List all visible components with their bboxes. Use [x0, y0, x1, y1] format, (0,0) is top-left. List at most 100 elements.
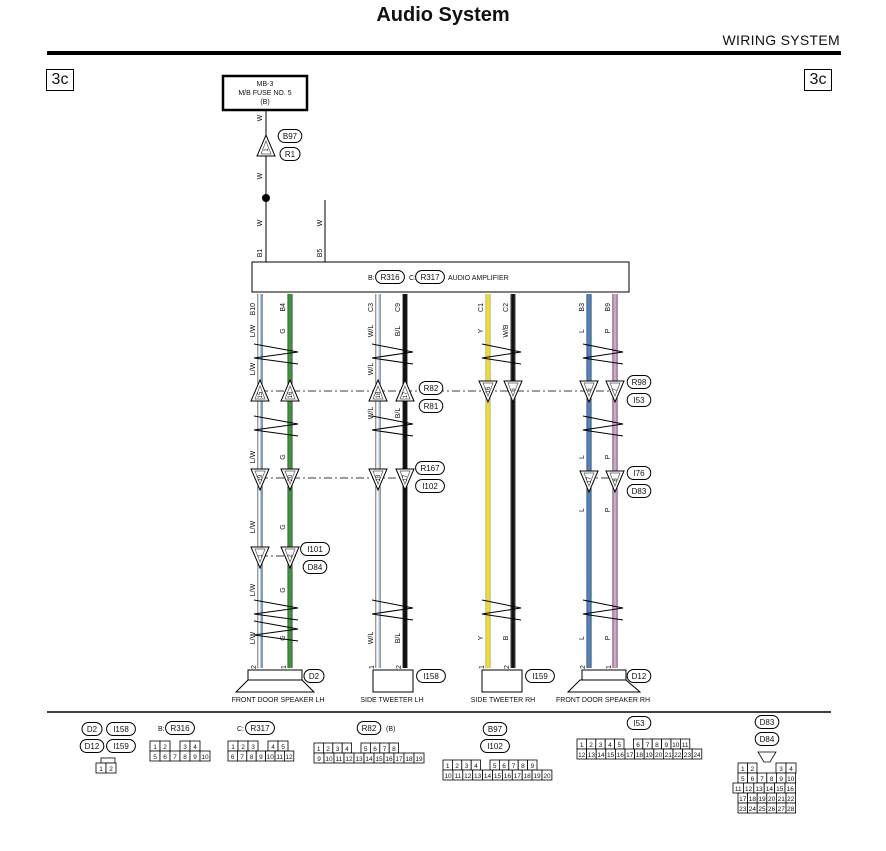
- fuse-box: [221, 74, 309, 112]
- twist-top-3: [582, 343, 624, 365]
- legend-c5-r2-pin-9: 19: [533, 773, 541, 780]
- wire-code-rep-7: P: [605, 454, 612, 459]
- ref-i76-oval: [626, 466, 652, 480]
- ref-r81: R81: [424, 402, 439, 411]
- wire-code-rep-3: G: [280, 454, 287, 459]
- legend-ref-d83-oval: [754, 715, 780, 729]
- conn-r2-5-inner: [609, 472, 621, 487]
- legend-c7-r3-pin-1: 12: [745, 786, 753, 793]
- legend-c3-r2-pin-3: 9: [259, 754, 263, 761]
- conn-r3-0-inner: [254, 548, 266, 563]
- wire-code-0: L/W: [250, 324, 257, 337]
- wire-code-rep-12: L/W: [250, 583, 257, 596]
- conn-r1-3: [395, 378, 415, 402]
- device-pin-5: 2: [504, 665, 511, 669]
- amp-pin-7: B9: [605, 303, 612, 312]
- conn-r1-5: [503, 380, 523, 404]
- wire-code-rep-16: W/L: [368, 632, 375, 645]
- twist-low-2: [481, 599, 522, 621]
- legend-c2-r2-pin-2: 7: [173, 754, 177, 761]
- amp-pin-5: C2: [503, 303, 510, 312]
- device-pin-2: 1: [369, 665, 376, 669]
- legend-c7-r4-pin-3: 20: [768, 796, 776, 803]
- connector-b97: [256, 133, 276, 157]
- conn-r2-0: [250, 468, 270, 492]
- page-subtitle: WIRING SYSTEM: [722, 32, 840, 48]
- legend-ref-i53: I53: [633, 719, 645, 728]
- legend-ref-d2: D2: [87, 725, 98, 734]
- tweeter-rh-body: [481, 669, 523, 693]
- legend-c5-r2-pin-5: 15: [494, 773, 502, 780]
- legend-c7-r2-pin-1: 6: [751, 776, 755, 783]
- conn-r1-4: [478, 380, 498, 404]
- wire-code-3: B/L: [395, 326, 402, 337]
- legend-c6-r2-pin-5: 17: [626, 752, 634, 759]
- speaker-rh-body: [581, 669, 627, 681]
- legend-c6-r2-pin-1: 13: [588, 752, 596, 759]
- conn-r1-4-pin: 16: [486, 386, 492, 393]
- ref-i158: I158: [423, 672, 439, 681]
- legend-c2-r1-pin-0: 1: [153, 744, 157, 751]
- legend-c3-r2-pin-5: 11: [276, 754, 283, 761]
- amp-pin-6: B3: [579, 303, 586, 312]
- legend-c5-r1-pin-3: 4: [474, 763, 478, 770]
- conn-r1-6-pin: 6: [587, 388, 593, 392]
- wire-code-rep-18: L: [579, 636, 586, 640]
- legend-c1-cell-1: [105, 762, 117, 774]
- legend-c6-r2-pin-12: 24: [693, 752, 701, 759]
- legend-c5-r1-pin-2: 3: [465, 763, 469, 770]
- conn-r2-3-inner: [399, 470, 411, 485]
- legend-c7-r1b-pin-1: 4: [789, 766, 793, 773]
- legend-c4-r1-pin-6: 7: [383, 746, 387, 753]
- twist-low-0: [253, 599, 299, 621]
- legend-c5-r2-pin-0: 10: [444, 773, 452, 780]
- ref-d83-oval: [626, 484, 652, 498]
- conn-r2-2-pin: 18: [376, 474, 382, 481]
- conn-r2-2: [368, 468, 388, 492]
- conn-r1-4-inner: [482, 382, 494, 397]
- legend-ref-d2-oval: [81, 722, 103, 736]
- legend-ref-i159-oval: [106, 739, 136, 753]
- wire-code-b-low: B: [503, 635, 510, 640]
- legend-ref-r316: R316: [170, 724, 190, 733]
- conn-r1-0: [250, 378, 270, 402]
- legend-c3-r2-cell-6: [283, 750, 295, 762]
- conn-r3-0-pin: 1: [258, 554, 264, 558]
- legend-c2-r2-pin-5: 10: [201, 754, 209, 761]
- legend-c5-r1-pin-6: 7: [512, 763, 516, 770]
- legend-c7-r4-pin-1: 18: [749, 796, 757, 803]
- twist-top-1: [371, 343, 414, 365]
- legend-c7-r3-pin-5: 16: [787, 786, 795, 793]
- conn-r2-1: [280, 468, 300, 492]
- amp-label-c: C:: [409, 275, 416, 282]
- twist-top-2: [481, 343, 522, 365]
- legend-c7-r1b-pin-0: 3: [779, 766, 783, 773]
- fuse-label-1: MB-3: [257, 81, 274, 88]
- speaker-rh-shape: [566, 679, 642, 693]
- legend-c6-r2-pin-2: 14: [597, 752, 605, 759]
- legend-c4-r2-pin-6: 15: [375, 756, 383, 763]
- ref-i101-oval: [300, 542, 330, 556]
- legend-c7-r5-pin-2: 25: [758, 806, 766, 813]
- legend-c4-r1-pin-7: 8: [392, 746, 396, 753]
- wire-code-rep-6: L: [579, 455, 586, 459]
- ref-i76: I76: [633, 469, 645, 478]
- legend-c1-key: [100, 757, 116, 764]
- legend-c2-r2-cell-5: [199, 750, 211, 762]
- device-name-3: FRONT DOOR SPEAKER RH: [556, 697, 650, 704]
- conn-r2-4-inner: [583, 472, 595, 487]
- legend-c7-r1a-pin-0: 1: [741, 766, 745, 773]
- conn-r2-1-pin: 20: [288, 474, 294, 481]
- legend-c3-r2-pin-0: 6: [231, 754, 235, 761]
- wire-code-rep-8: L/W: [250, 520, 257, 533]
- wire-code-top-1: W: [257, 114, 264, 121]
- ref-r316: R316: [380, 273, 400, 282]
- legend-c6-r2-pin-4: 16: [617, 752, 625, 759]
- legend-c3-r2-pin-6: 12: [285, 754, 293, 761]
- conn-r3-1-pin: 2: [288, 554, 294, 558]
- ref-r98: R98: [632, 378, 647, 387]
- legend-c7-r2-pin-2: 7: [760, 776, 764, 783]
- fuse-label-2: M/B FUSE NO. 5: [238, 90, 291, 97]
- legend-ref-r317-oval: [245, 721, 275, 735]
- legend-ref-i159: I159: [113, 742, 129, 751]
